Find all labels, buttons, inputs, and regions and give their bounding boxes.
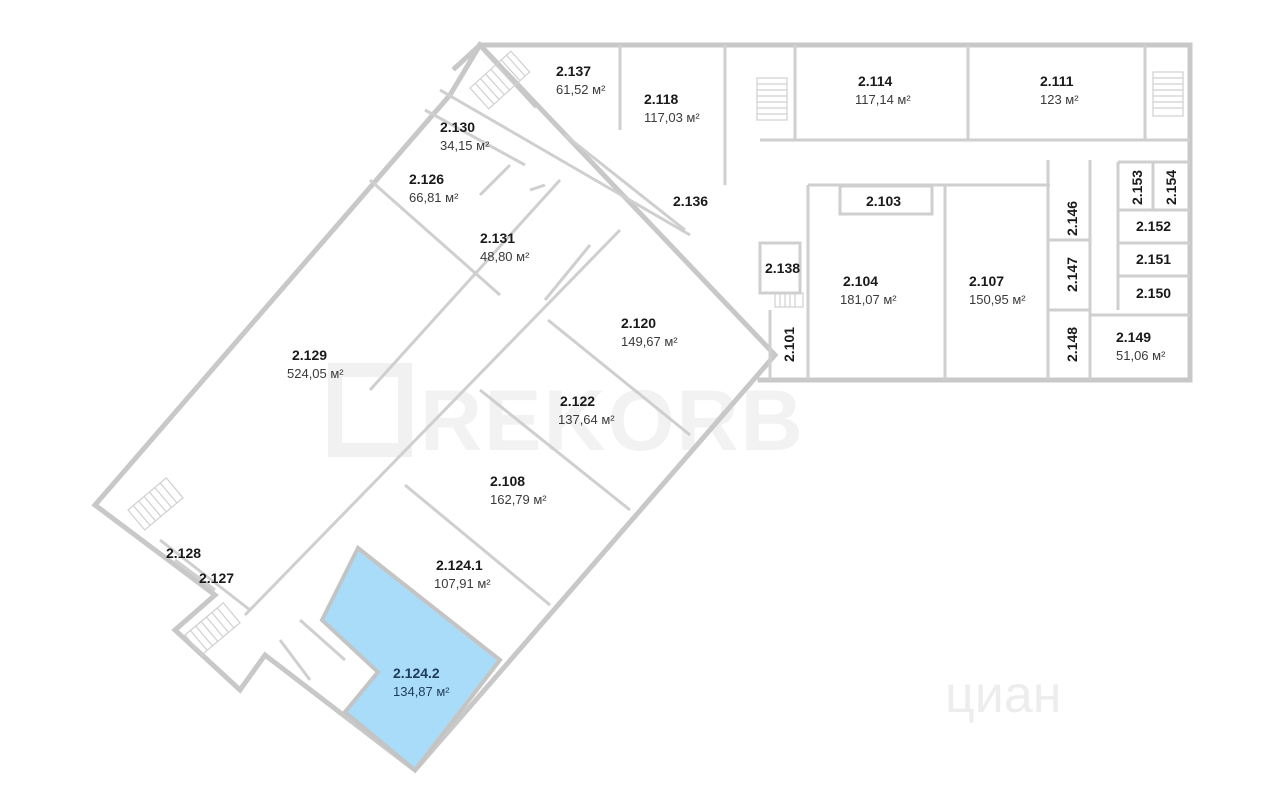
room-2-154[interactable]: 2.154 <box>1163 170 1179 205</box>
interior-walls <box>159 45 1190 681</box>
room-number: 2.124.1 <box>436 557 483 573</box>
room-number: 2.130 <box>440 119 475 135</box>
room-area: 61,52 м² <box>556 82 606 97</box>
room-area: 123 м² <box>1040 92 1079 107</box>
room-2-129[interactable]: 2.129 524,05 м² <box>287 347 344 381</box>
room-number: 2.124.2 <box>393 665 440 681</box>
room-area: 117,14 м² <box>855 92 911 107</box>
room-2-147[interactable]: 2.147 <box>1064 257 1080 292</box>
room-2-114[interactable]: 2.114 117,14 м² <box>855 73 911 107</box>
room-number: 2.104 <box>843 273 878 289</box>
room-number: 2.107 <box>969 273 1004 289</box>
room-2-131[interactable]: 2.131 48,80 м² <box>480 230 530 264</box>
room-number: 2.127 <box>199 570 234 586</box>
room-2-137[interactable]: 2.137 61,52 м² <box>556 63 606 97</box>
room-number: 2.108 <box>490 473 525 489</box>
room-2-120[interactable]: 2.120 149,67 м² <box>621 315 678 349</box>
room-area: 149,67 м² <box>621 334 678 349</box>
room-number: 2.150 <box>1136 285 1171 301</box>
room-2-150[interactable]: 2.150 <box>1136 285 1171 301</box>
room-2-124-2-selected[interactable]: 2.124.2 134,87 м² <box>393 665 450 699</box>
room-number: 2.136 <box>673 193 708 209</box>
room-number: 2.146 <box>1064 201 1080 236</box>
room-2-103[interactable]: 2.103 <box>866 193 901 209</box>
room-number: 2.101 <box>781 327 797 362</box>
room-area: 48,80 м² <box>480 249 530 264</box>
room-number: 2.152 <box>1136 218 1171 234</box>
selected-room-highlight[interactable] <box>319 544 503 773</box>
room-2-151[interactable]: 2.151 <box>1136 251 1171 267</box>
room-number: 2.126 <box>409 171 444 187</box>
room-2-152[interactable]: 2.152 <box>1136 218 1171 234</box>
room-2-149[interactable]: 2.149 51,06 м² <box>1116 329 1166 363</box>
room-2-138[interactable]: 2.138 <box>765 260 800 276</box>
room-number: 2.120 <box>621 315 656 331</box>
room-number: 2.129 <box>292 347 327 363</box>
room-2-136[interactable]: 2.136 <box>673 193 708 209</box>
room-area: 524,05 м² <box>287 366 344 381</box>
room-2-104[interactable]: 2.104 181,07 м² <box>840 273 897 307</box>
room-2-107[interactable]: 2.107 150,95 м² <box>969 273 1026 307</box>
room-area: 134,87 м² <box>393 684 450 699</box>
room-number: 2.148 <box>1064 327 1080 362</box>
room-number: 2.103 <box>866 193 901 209</box>
room-number: 2.153 <box>1129 170 1145 205</box>
room-number: 2.122 <box>560 393 595 409</box>
room-area: 66,81 м² <box>409 190 459 205</box>
room-2-130[interactable]: 2.130 34,15 м² <box>440 119 490 153</box>
room-number: 2.118 <box>644 91 678 107</box>
stairs <box>127 50 1184 656</box>
room-2-127[interactable]: 2.127 <box>199 570 234 586</box>
watermark: REKORB циан <box>328 363 1061 724</box>
room-2-124-1[interactable]: 2.124.1 107,91 м² <box>434 557 491 591</box>
building-outline <box>91 40 1193 774</box>
room-2-118[interactable]: 2.118 117,03 м² <box>644 91 700 125</box>
room-2-146[interactable]: 2.146 <box>1064 201 1080 236</box>
room-area: 117,03 м² <box>644 110 700 125</box>
room-2-126[interactable]: 2.126 66,81 м² <box>409 171 459 205</box>
room-number: 2.128 <box>166 545 201 561</box>
room-2-111[interactable]: 2.111 123 м² <box>1040 73 1079 107</box>
room-number: 2.137 <box>556 63 591 79</box>
room-2-153[interactable]: 2.153 <box>1129 170 1145 205</box>
room-number: 2.147 <box>1064 257 1080 292</box>
room-area: 181,07 м² <box>840 292 897 307</box>
watermark-text: REKORB <box>420 373 805 469</box>
room-2-101[interactable]: 2.101 <box>781 327 797 362</box>
room-labels: 2.137 61,52 м² 2.118 117,03 м² 2.114 117,14… <box>166 63 1179 699</box>
room-number: 2.114 <box>858 73 892 89</box>
room-2-122[interactable]: 2.122 137,64 м² <box>558 393 615 427</box>
room-area: 162,79 м² <box>490 492 547 507</box>
room-2-108[interactable]: 2.108 162,79 м² <box>490 473 547 507</box>
watermark-secondary-text: циан <box>945 666 1061 724</box>
room-area: 34,15 м² <box>440 138 490 153</box>
room-2-128[interactable]: 2.128 <box>166 545 201 561</box>
room-number: 2.154 <box>1163 170 1179 205</box>
room-2-148[interactable]: 2.148 <box>1064 327 1080 362</box>
room-number: 2.111 <box>1040 73 1074 89</box>
room-area: 107,91 м² <box>434 576 491 591</box>
room-number: 2.151 <box>1136 251 1171 267</box>
room-number: 2.138 <box>765 260 800 276</box>
room-area: 137,64 м² <box>558 412 615 427</box>
room-area: 51,06 м² <box>1116 348 1166 363</box>
room-number: 2.149 <box>1116 329 1151 345</box>
room-number: 2.131 <box>480 230 515 246</box>
room-area: 150,95 м² <box>969 292 1026 307</box>
